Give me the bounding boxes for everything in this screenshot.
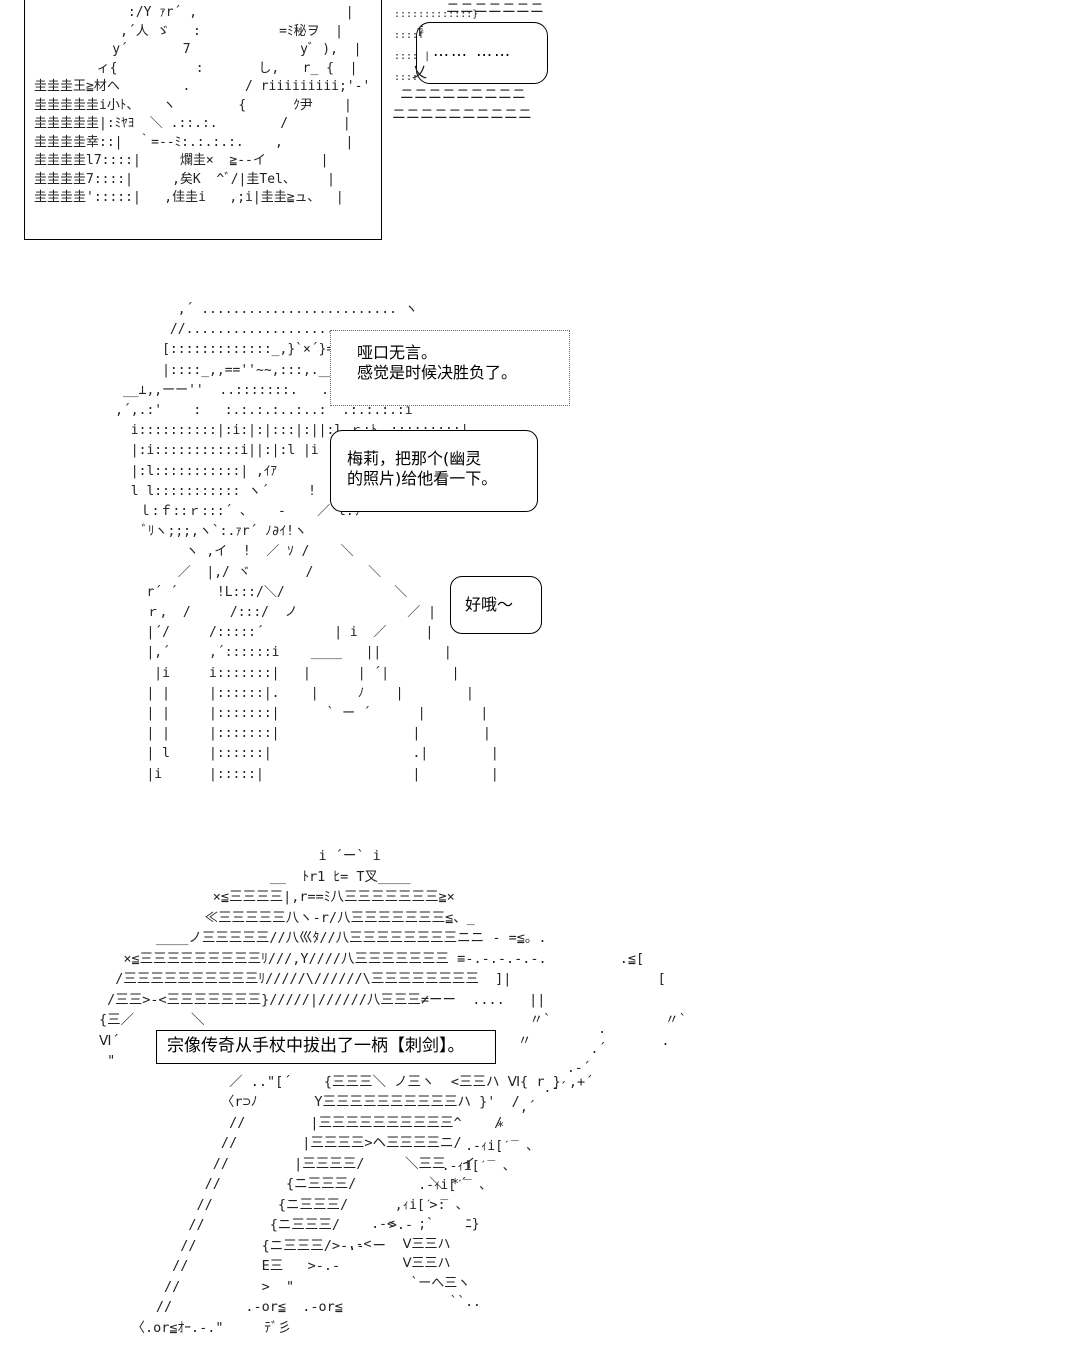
panel-1-bubble-text: …… …… bbox=[433, 41, 513, 60]
panel-1-dots-column: :::::::::::::} ::::f :::: | :::: bbox=[394, 9, 479, 83]
panel-2-narration-line-1: 哑口无言。 bbox=[357, 343, 438, 362]
panel-2-bubble-2-text: 好哦～ bbox=[465, 595, 514, 614]
panel-2-narration-box: 哑口无言。 感觉是时候决胜负了。 bbox=[330, 330, 570, 406]
panel-1-ascii-art: :/Y ｧr´ , | ,´人 ゞ : =ﾐ秘ヲ | y´ 7 yﾞ ), | … bbox=[34, 5, 379, 205]
panel-3-narration-box: 宗像传奇从手杖中拔出了一柄【刺剑】。 bbox=[156, 1030, 496, 1064]
panel-1-dash-bottom-1: ニニニニニニニニニ bbox=[400, 87, 526, 103]
panel-1-dash-bottom-2: ニニニニニニニニニニ bbox=[392, 107, 532, 123]
panel-2-bubble-1-line-2: 的照片)给他看一下。 bbox=[347, 469, 498, 488]
panel-3-sword-ascii-art: . .´ .-´ .-´ ,´ * .-ｨi[ˊ‾ ､ .-ｨi[ˊ‾ ､ bbox=[347, 1022, 607, 1310]
panel-2-narration-line-2: 感觉是时候决胜负了。 bbox=[357, 363, 518, 382]
panel-1-bubble-tail: 乂 bbox=[412, 63, 428, 81]
panel-2-bubble-1-line-1: 梅莉，把那个(幽灵 bbox=[347, 449, 482, 468]
panel-3-ascii-art: i ´ー` i __ ﾄr1 ﾋ= T叉____ ×≦三三三三|,r==ﾐ八三三… bbox=[99, 848, 684, 1336]
panel-3-narration-text: 宗像传奇从手杖中拔出了一柄【刺剑】。 bbox=[167, 1036, 465, 1056]
panel-1-frame bbox=[24, 0, 382, 240]
panel-1-dash-top: ニニニニニニニ bbox=[446, 1, 544, 17]
panel-1-ellipsis-bubble: …… …… bbox=[416, 22, 548, 84]
panel-1-bubble-corner: f bbox=[416, 25, 424, 40]
panel-2-speech-bubble-2: 好哦～ bbox=[450, 576, 542, 634]
panel-2-speech-bubble-1: 梅莉，把那个(幽灵 的照片)给他看一下。 bbox=[330, 430, 538, 512]
